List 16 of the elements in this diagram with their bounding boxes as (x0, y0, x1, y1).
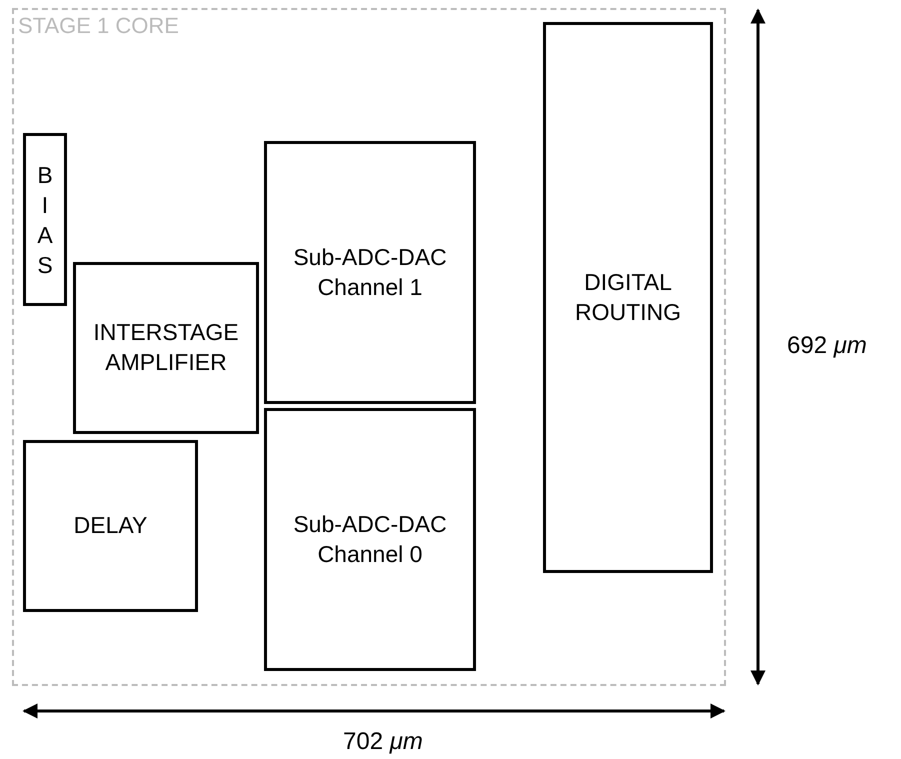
block-label: INTERSTAGE AMPLIFIER (92, 318, 240, 377)
circuit-block (23, 133, 67, 306)
block-title: STAGE 1 CORE (18, 12, 179, 40)
block-label: BIAS (37, 160, 53, 280)
dimension-label: 692 μm (787, 332, 867, 360)
floorplan-outline (12, 8, 726, 686)
circuit-block (73, 262, 259, 434)
circuit-block (23, 440, 198, 612)
circuit-block (264, 141, 476, 404)
block-label: Sub-ADC-DAC Channel 1 (292, 242, 448, 302)
block-label: Sub-ADC-DAC Channel 0 (292, 510, 448, 568)
circuit-block (543, 22, 713, 573)
dimension-label: 702 μm (343, 728, 423, 756)
block-label: DIGITAL ROUTING (574, 268, 682, 326)
block-label: DELAY (74, 511, 148, 540)
circuit-block (264, 408, 476, 671)
